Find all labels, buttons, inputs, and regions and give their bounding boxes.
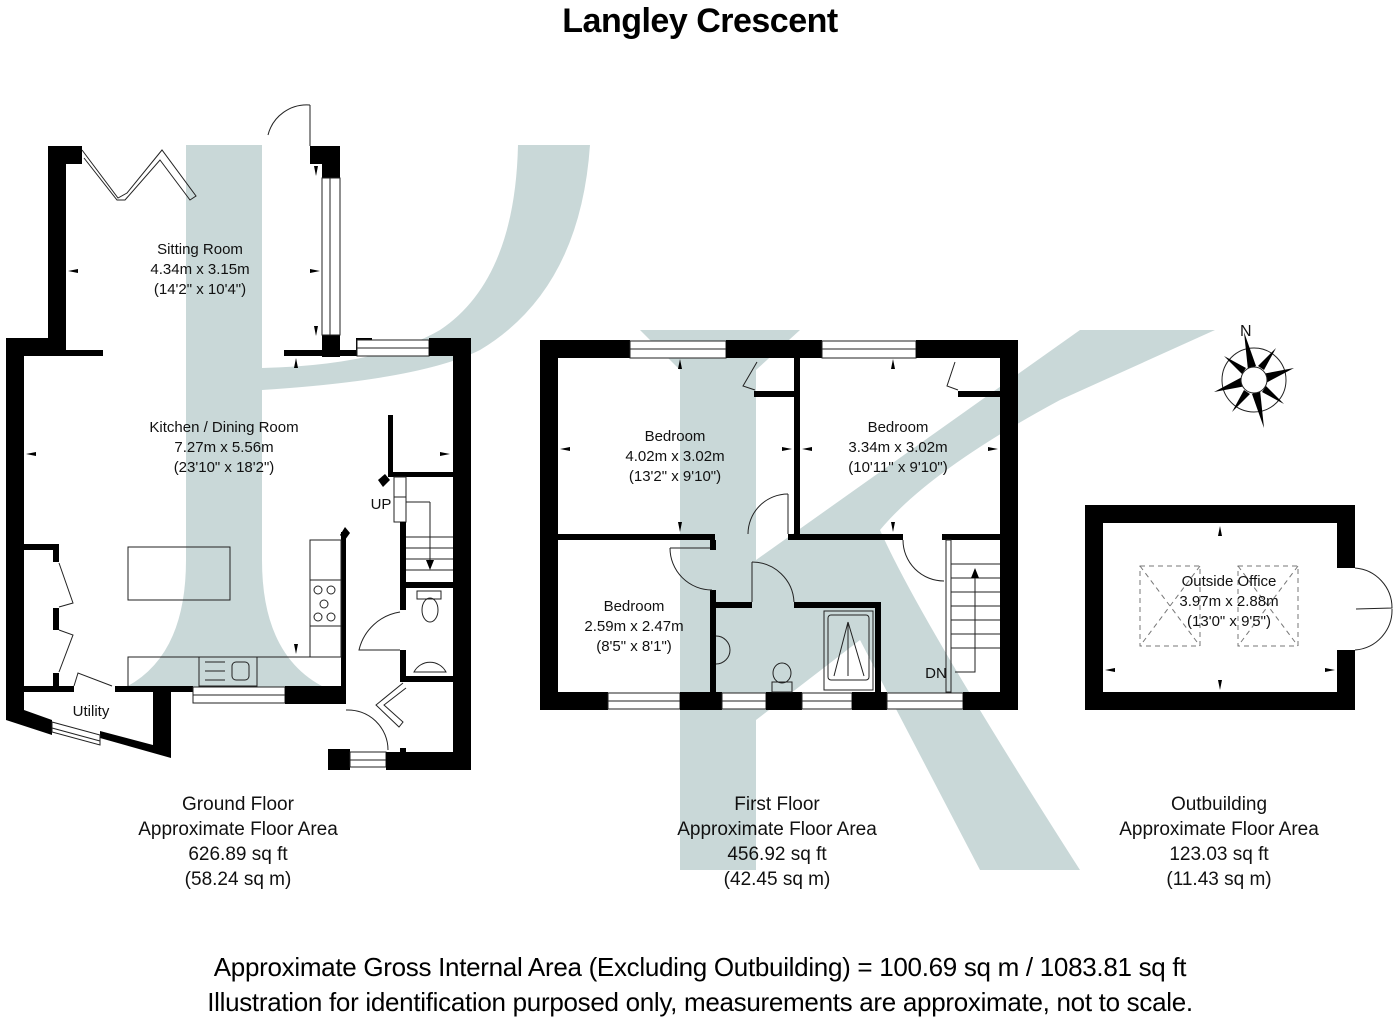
compass-rose-icon: N	[1214, 323, 1294, 428]
first-floor-caption: Approximate Floor Area	[677, 819, 877, 840]
outbuilding-sqm: (11.43 sq m)	[1166, 869, 1271, 890]
first-floor-sqm: (42.45 sq m)	[724, 869, 831, 890]
outbuilding-sqft: 123.03 sq ft	[1169, 844, 1269, 865]
first-floor-sqft: 456.92 sq ft	[727, 844, 827, 865]
gross-area-statement: Approximate Gross Internal Area (Excludi…	[213, 952, 1187, 982]
room-name-bedroom-3: Bedroom	[604, 598, 665, 615]
first-floor-name: First Floor	[734, 794, 820, 815]
page-title: Langley Crescent	[562, 2, 838, 40]
ground-floor-caption: Approximate Floor Area	[138, 819, 338, 840]
room-metric-bedroom-1: 4.02m x 3.02m	[625, 448, 724, 465]
room-name-bedroom-2: Bedroom	[868, 419, 929, 436]
room-imperial-outside-office: (13'0" x 9'5")	[1187, 613, 1271, 630]
compass-north-label: N	[1240, 323, 1252, 340]
room-name-utility: Utility	[73, 703, 110, 720]
room-metric-bedroom-3: 2.59m x 2.47m	[584, 618, 683, 635]
room-imperial-bedroom-1: (13'2" x 9'10")	[629, 468, 721, 485]
disclaimer: Illustration for identification purposed…	[207, 987, 1193, 1017]
stairs-down-label: DN	[925, 665, 947, 682]
room-name-bedroom-1: Bedroom	[645, 428, 706, 445]
ground-floor-plan	[6, 104, 471, 770]
ground-floor-sqm: (58.24 sq m)	[185, 869, 292, 890]
room-metric-outside-office: 3.97m x 2.88m	[1179, 593, 1278, 610]
ground-floor-sqft: 626.89 sq ft	[188, 844, 288, 865]
room-name-kitchen: Kitchen / Dining Room	[149, 419, 298, 436]
ground-floor-name: Ground Floor	[182, 794, 295, 815]
room-metric-bedroom-2: 3.34m x 3.02m	[848, 439, 947, 456]
room-imperial-sitting-room: (14'2" x 10'4")	[154, 281, 246, 298]
room-imperial-bedroom-3: (8'5" x 8'1")	[596, 638, 672, 655]
stairs-up-label: UP	[371, 496, 392, 513]
outbuilding-plan	[1085, 505, 1393, 710]
room-name-sitting-room: Sitting Room	[157, 241, 243, 258]
room-metric-sitting-room: 4.34m x 3.15m	[150, 261, 249, 278]
room-name-outside-office: Outside Office	[1182, 573, 1277, 590]
outbuilding-name: Outbuilding	[1171, 794, 1267, 815]
outbuilding-caption: Approximate Floor Area	[1119, 819, 1319, 840]
room-metric-kitchen: 7.27m x 5.56m	[174, 439, 273, 456]
watermark-logo	[120, 145, 1215, 870]
first-floor-plan	[540, 340, 1018, 710]
room-imperial-bedroom-2: (10'11" x 9'10")	[848, 459, 948, 476]
room-imperial-kitchen: (23'10" x 18'2")	[174, 459, 275, 476]
